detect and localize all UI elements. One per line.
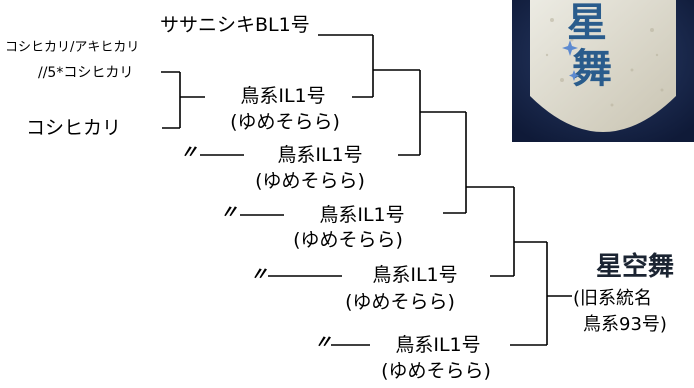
node-3-name: 鳥系IL1号	[319, 204, 405, 226]
result-variety-name: 星空舞	[596, 252, 675, 282]
node-2-alias: (ゆめそらら)	[255, 170, 365, 192]
cross-label-line2: //5*コシヒカリ	[38, 65, 134, 81]
ditto-mark-3: 〃	[220, 202, 238, 223]
parent-koshihikari-label: コシヒカリ	[26, 117, 122, 139]
node-2-name: 鳥系IL1号	[277, 144, 363, 166]
ditto-mark-4: 〃	[250, 264, 268, 285]
result-old-name-line1: (旧系統名	[573, 288, 653, 309]
node-1-alias: (ゆめそらら)	[230, 111, 340, 133]
node-4-alias: (ゆめそらら)	[345, 291, 455, 313]
packet-char-1: 星	[567, 0, 607, 46]
node-5-name: 鳥系IL1号	[395, 334, 481, 356]
rice-packet-photo: 星 舞	[512, 0, 694, 142]
node-1-name: 鳥系IL1号	[240, 85, 326, 107]
ditto-mark-2: 〃	[180, 142, 198, 163]
sparkle-icon	[562, 40, 579, 81]
node-4-name: 鳥系IL1号	[372, 264, 458, 286]
rice-packet-image	[512, 0, 694, 142]
node-3-alias: (ゆめそらら)	[293, 229, 403, 251]
node-5-alias: (ゆめそらら)	[381, 360, 491, 382]
parent-sasanishiki-label: ササニシキBL1号	[160, 14, 310, 36]
ditto-mark-5: 〃	[314, 332, 332, 353]
packet-char-2: 舞	[572, 45, 612, 92]
cross-label-line1: コシヒカリ/アキヒカリ	[5, 40, 140, 55]
result-old-name-line2: 鳥系93号)	[583, 314, 667, 335]
